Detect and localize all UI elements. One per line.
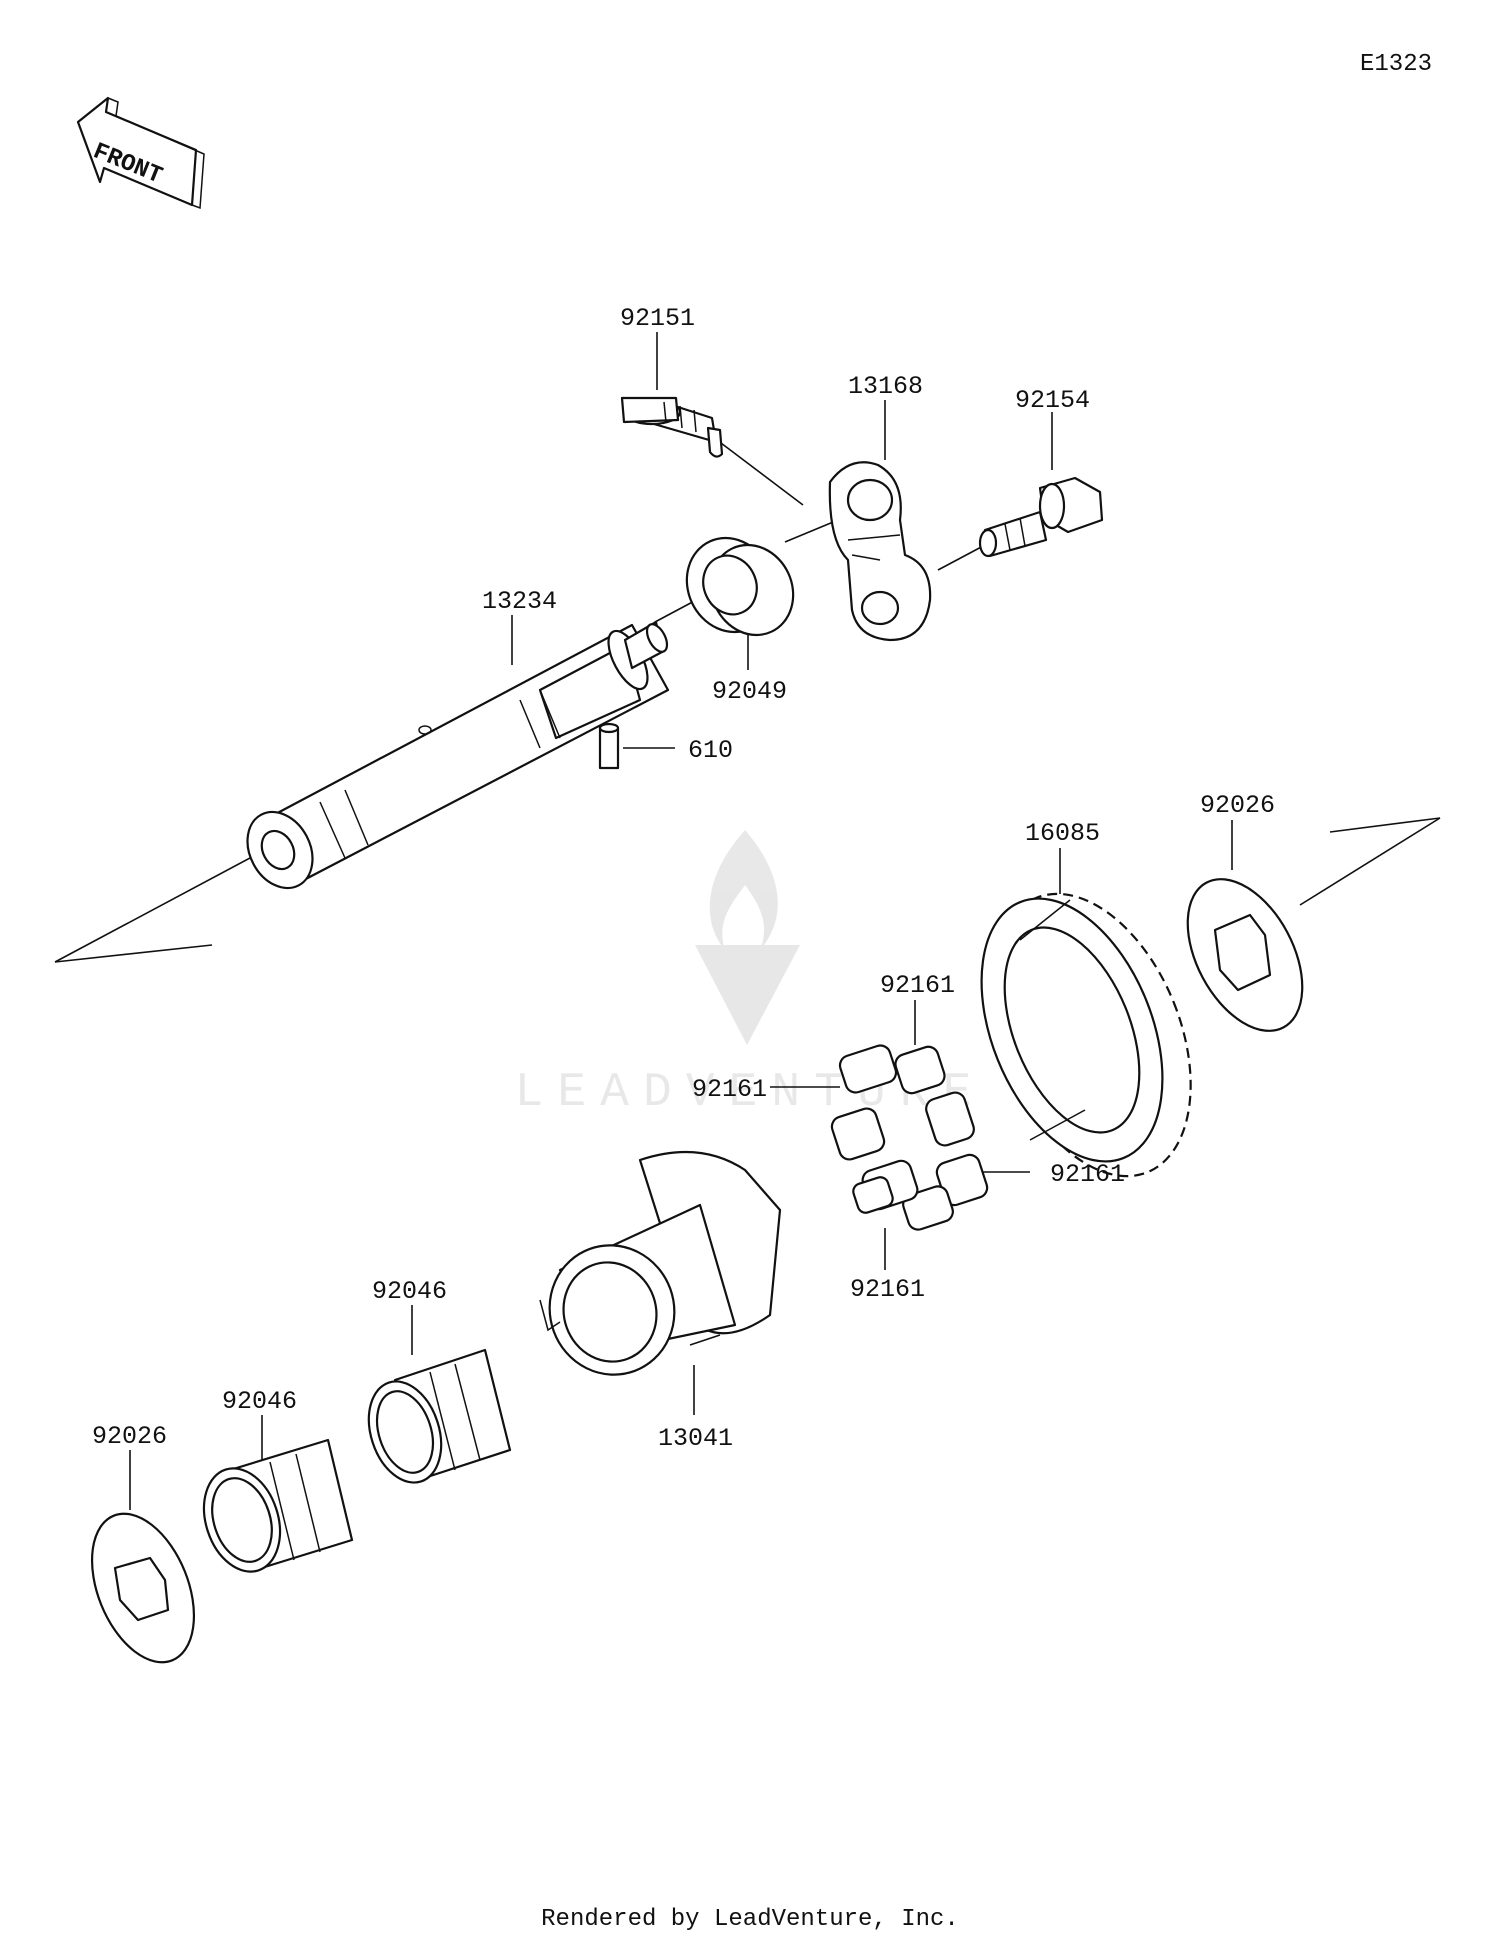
callout-92154: 92154 (1015, 386, 1090, 415)
needle-bearing-92046-upper (367, 1348, 512, 1484)
clutch-hub-13041 (539, 1150, 782, 1376)
washer-92026-left (90, 1512, 196, 1664)
callout-92046-lower: 92046 (222, 1387, 297, 1416)
bolt-92154 (978, 476, 1104, 558)
callout-13168: 13168 (848, 372, 923, 401)
bolt-92151 (620, 396, 724, 458)
callout-92161-top: 92161 (880, 971, 955, 1000)
shaft-13234 (246, 620, 670, 890)
callout-16085: 16085 (1025, 819, 1100, 848)
callout-92046-upper: 92046 (372, 1277, 447, 1306)
callout-92161-right: 92161 (1050, 1160, 1125, 1189)
callout-92049: 92049 (712, 677, 787, 706)
front-arrow-icon: FRONT (76, 96, 205, 210)
callout-92151: 92151 (620, 304, 695, 333)
callout-610: 610 (688, 736, 733, 765)
footer-credit: Rendered by LeadVenture, Inc. (541, 1906, 959, 1933)
lever-13168 (828, 461, 932, 642)
rollers-92161 (830, 1044, 989, 1231)
oil-seal-92049 (685, 536, 795, 637)
callout-92026-right: 92026 (1200, 791, 1275, 820)
callout-92161-left: 92161 (692, 1075, 767, 1104)
callout-13041: 13041 (658, 1424, 733, 1453)
washer-92026-right (1186, 878, 1304, 1032)
callout-92026-left: 92026 (92, 1422, 167, 1451)
callout-92161-bottom: 92161 (850, 1275, 925, 1304)
callout-13234: 13234 (482, 587, 557, 616)
pin-610 (598, 722, 620, 770)
callout-labels: 92151 13168 92154 13234 92049 610 16085 … (92, 304, 1275, 1453)
needle-bearing-92046-lower (202, 1438, 354, 1573)
diagram-id: E1323 (1360, 51, 1432, 78)
gear-16085 (980, 892, 1192, 1178)
